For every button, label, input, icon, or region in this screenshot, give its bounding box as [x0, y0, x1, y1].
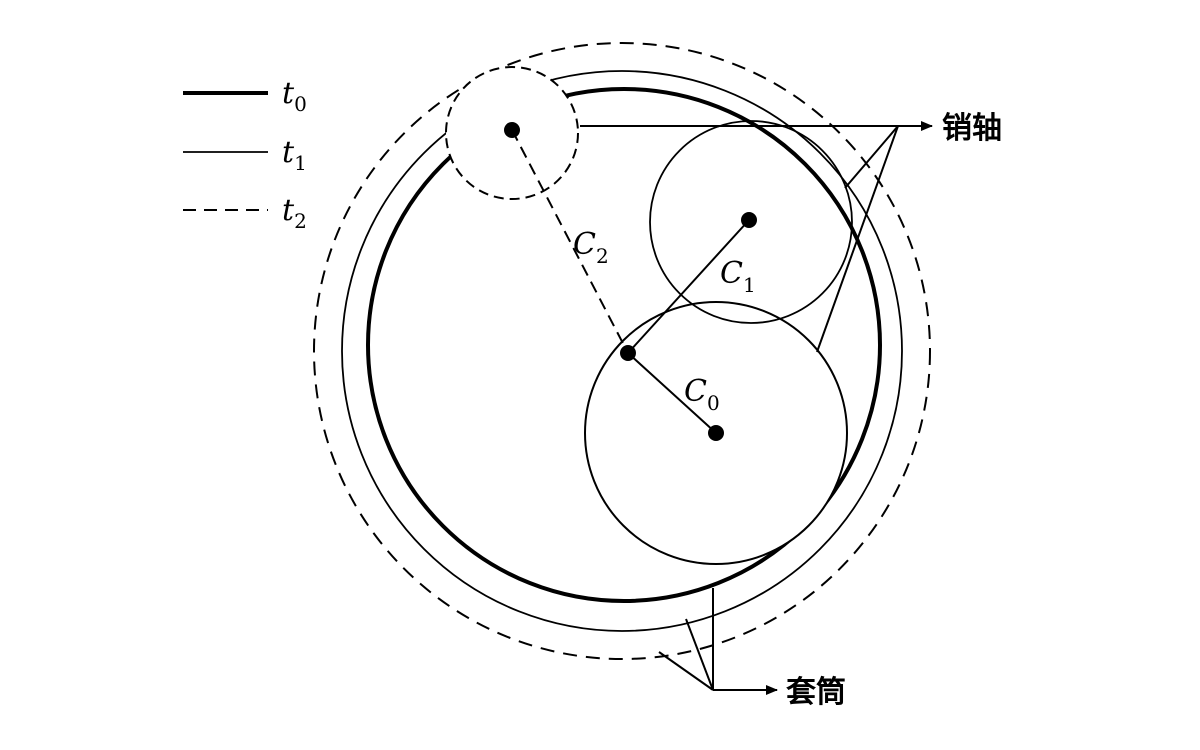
c1-line	[627, 219, 750, 354]
sleeve-circles	[313, 42, 931, 660]
pin-leader-low	[816, 125, 899, 353]
center-dot-t1	[741, 212, 757, 228]
pin-leader	[580, 121, 933, 353]
sleeve-leader-low	[658, 651, 714, 691]
label-c1: C1	[720, 256, 756, 297]
c2-line	[511, 129, 629, 354]
legend: t0 t1 t2	[183, 76, 307, 233]
sleeve-leader	[658, 588, 778, 695]
legend-label-t1: t1	[282, 135, 307, 175]
c0-line	[627, 352, 717, 434]
center-dots	[504, 122, 757, 441]
label-c0: C0	[684, 374, 720, 415]
center-lines	[511, 129, 750, 434]
label-pin: 销轴	[942, 111, 1002, 146]
pin-circle-t1	[649, 120, 853, 324]
pin-leader-mid	[844, 125, 899, 189]
sleeve-leader-mid	[685, 618, 714, 691]
sleeve-circle-t2	[313, 42, 931, 660]
label-c2: C2	[573, 227, 609, 268]
sleeve-circle-t1	[341, 70, 903, 632]
sleeve-circle-t0	[366, 87, 882, 603]
legend-label-t0: t0	[282, 76, 307, 116]
legend-label-t2: t2	[282, 193, 307, 233]
center-dot-t0	[708, 425, 724, 441]
center-dot-t2	[504, 122, 520, 138]
pin-circles	[445, 66, 853, 565]
center-dot-sleeve	[620, 345, 636, 361]
label-sleeve: 套筒	[786, 675, 846, 710]
